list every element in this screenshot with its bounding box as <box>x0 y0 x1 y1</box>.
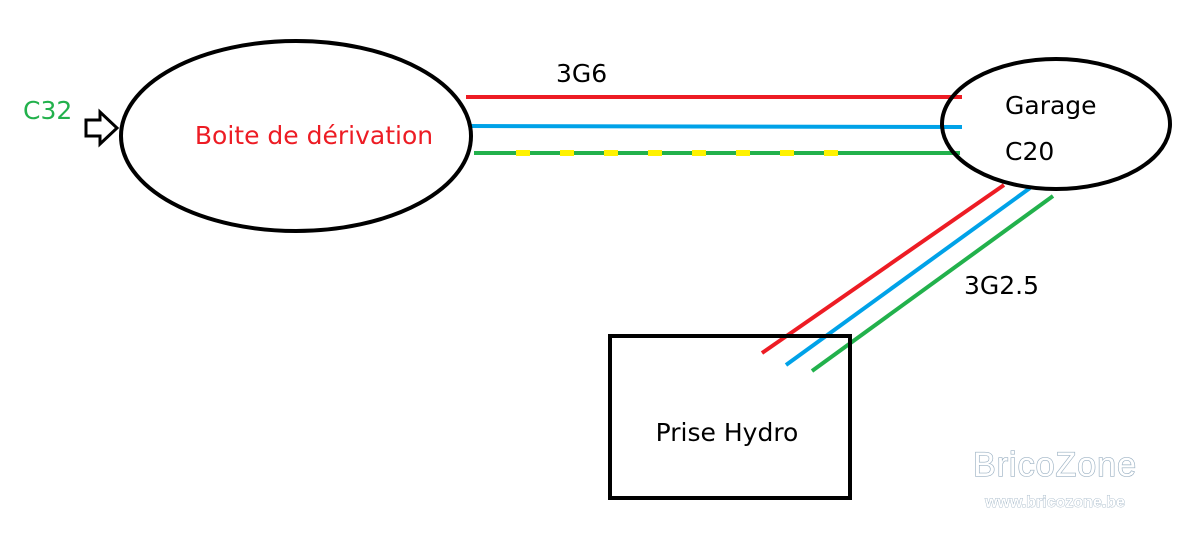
garage-breaker-label: C20 <box>1005 137 1054 166</box>
junction-box-label: Boite de dérivation <box>195 121 433 150</box>
watermark-logo: BricoZone www.bricozone.be <box>972 445 1137 511</box>
main-cable-label: 3G6 <box>556 59 607 88</box>
garage-ellipse <box>940 57 1172 191</box>
input-breaker-label: C32 <box>23 96 72 125</box>
branch-cable-phase-wire <box>760 183 1006 355</box>
main-cable-neutral-wire <box>469 124 963 129</box>
input-arrow-icon <box>84 108 120 148</box>
socket-box <box>608 334 852 500</box>
garage-label: Garage <box>1005 91 1097 120</box>
branch-cable-label: 3G2.5 <box>964 271 1039 300</box>
main-cable <box>466 95 963 156</box>
branch-cable-earth-wire <box>810 194 1055 373</box>
socket-label: Prise Hydro <box>656 418 799 447</box>
watermark-url: www.bricozone.be <box>984 494 1125 511</box>
junction-box-ellipse <box>119 39 473 233</box>
watermark-brand: BricoZone <box>973 446 1137 484</box>
